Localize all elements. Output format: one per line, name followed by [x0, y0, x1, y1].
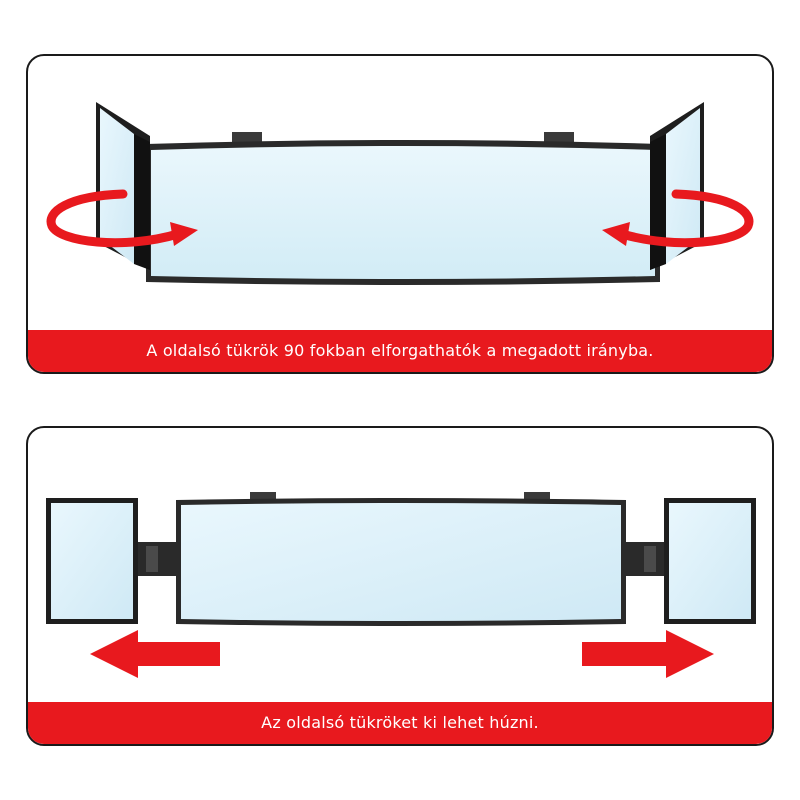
rotate-arrow-icon: [46, 189, 198, 248]
main-mirror: [176, 498, 626, 626]
right-side-mirror: [664, 498, 756, 624]
mount-clip-left: [232, 132, 262, 144]
left-side-mirror: [46, 498, 138, 624]
rotation-illustration: [46, 102, 754, 285]
right-side-mirror: [650, 102, 704, 270]
left-slider-bracket: [138, 542, 176, 576]
right-arrow-icon: [582, 630, 714, 678]
mount-clip-left: [250, 492, 276, 502]
right-slider-bracket: [626, 542, 664, 576]
extension-caption: Az oldalsó tükröket ki lehet húzni.: [28, 702, 772, 744]
rotation-caption: A oldalsó tükrök 90 fokban elforgathatók…: [28, 330, 772, 372]
mount-clip-right: [544, 132, 574, 144]
rotation-panel: A oldalsó tükrök 90 fokban elforgathatók…: [26, 54, 774, 374]
left-arrow-icon: [90, 630, 220, 678]
extension-panel: Az oldalsó tükröket ki lehet húzni.: [26, 426, 774, 746]
left-side-mirror: [96, 102, 150, 270]
mount-clip-right: [524, 492, 550, 502]
main-mirror: [146, 140, 660, 285]
extension-illustration: [46, 492, 756, 678]
rotate-arrow-icon: [602, 189, 754, 248]
